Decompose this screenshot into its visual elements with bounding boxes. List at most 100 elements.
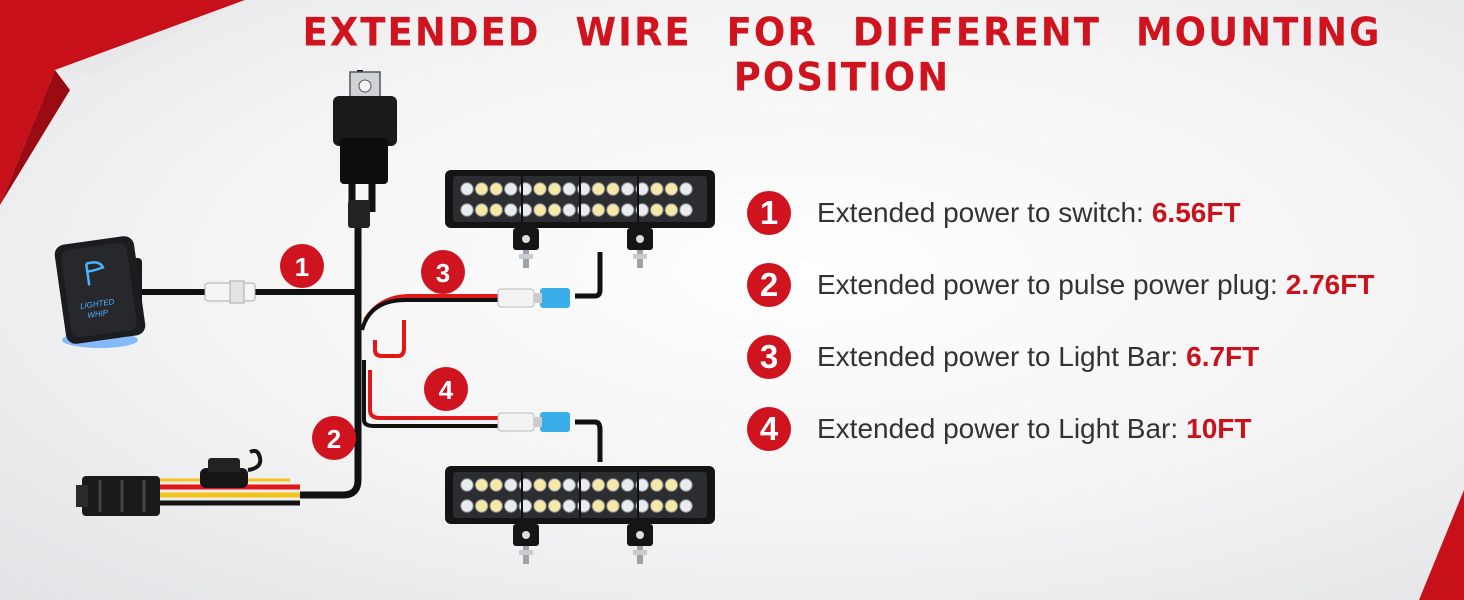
diagram-badge-4: 4 <box>424 367 468 411</box>
mount-bracket <box>627 228 653 268</box>
power-plug <box>76 476 160 516</box>
legend-badge-2: 2 <box>747 263 791 307</box>
led <box>606 478 620 492</box>
led <box>679 499 693 513</box>
led <box>650 203 664 217</box>
diagram-badge-3: 3 <box>421 250 465 294</box>
legend: 1 Extended power to switch: 6.56FT 2 Ext… <box>747 190 1447 478</box>
led <box>664 478 679 492</box>
main-trunk-wire <box>300 210 362 499</box>
led <box>606 182 620 196</box>
led <box>562 203 576 217</box>
mount-bracket <box>513 228 539 268</box>
legend-text-2: Extended power to pulse power plug: <box>817 269 1278 300</box>
fuse-holder <box>200 448 263 488</box>
diagram-badge-2: 2 <box>312 416 356 460</box>
legend-badge-1: 1 <box>747 191 791 235</box>
led <box>504 499 518 513</box>
led <box>474 203 489 217</box>
led <box>650 499 664 513</box>
led <box>474 499 489 513</box>
relay-socket <box>340 138 388 184</box>
decor-left-shard <box>0 0 245 205</box>
diagram-badge-3-text: 3 <box>436 258 450 288</box>
branch4-red-wire <box>368 370 500 420</box>
led <box>635 203 649 217</box>
legend-item-3: 3 Extended power to Light Bar: 6.7FT <box>747 334 1447 380</box>
mount-bracket <box>627 524 653 564</box>
legend-value-4: 10FT <box>1186 413 1252 444</box>
led <box>474 182 489 196</box>
rocker-switch: LIGHTED WHIP <box>54 236 146 348</box>
led <box>679 203 693 217</box>
led <box>533 203 547 217</box>
led <box>504 478 518 492</box>
legend-value-2: 2.76FT <box>1285 269 1375 300</box>
led <box>620 182 635 196</box>
connector-top <box>497 288 570 308</box>
led <box>606 499 620 513</box>
led <box>547 182 562 196</box>
legend-text-3: Extended power to Light Bar: <box>817 341 1179 372</box>
light-bar-bottom <box>445 466 715 564</box>
led <box>679 478 693 492</box>
diagram-badge-1-text: 1 <box>295 252 309 282</box>
led <box>460 203 474 217</box>
lighted-whip-icon: LIGHTED WHIP <box>79 261 115 320</box>
diagram-badge-1: 1 <box>280 244 324 288</box>
led <box>562 499 576 513</box>
mount-bracket <box>513 524 539 564</box>
decor-right-shard <box>1419 490 1464 600</box>
led <box>474 478 489 492</box>
led <box>489 182 503 196</box>
led <box>489 499 503 513</box>
legend-text-4: Extended power to Light Bar: <box>817 413 1179 444</box>
led <box>591 182 606 196</box>
led <box>620 478 635 492</box>
legend-badge-4: 4 <box>747 407 791 451</box>
diagram-badge-2-text: 2 <box>327 424 341 454</box>
legend-item-1: 1 Extended power to switch: 6.56FT <box>747 190 1447 236</box>
led <box>533 478 547 492</box>
led <box>591 499 606 513</box>
led <box>635 499 649 513</box>
led <box>620 203 635 217</box>
led <box>562 478 576 492</box>
led <box>504 203 518 217</box>
legend-value-3: 6.7FT <box>1186 341 1260 372</box>
light-bar-top <box>445 170 715 268</box>
led <box>664 182 679 196</box>
led <box>562 182 576 196</box>
led <box>664 499 679 513</box>
switch-label-line2: WHIP <box>87 308 110 320</box>
led <box>547 203 562 217</box>
led <box>591 478 606 492</box>
relay-body <box>333 96 397 146</box>
led <box>533 182 547 196</box>
legend-value-1: 6.56FT <box>1151 197 1241 228</box>
led <box>591 203 606 217</box>
connector-bottom <box>497 412 570 432</box>
legend-badge-3: 3 <box>747 335 791 379</box>
legend-text-1: Extended power to switch: <box>817 197 1144 228</box>
led <box>635 478 649 492</box>
led <box>460 182 474 196</box>
led <box>650 478 664 492</box>
led <box>606 203 620 217</box>
led <box>460 499 474 513</box>
relay <box>333 70 397 228</box>
headline: EXTENDED WIRE FOR DIFFERENT MOUNTING POS… <box>302 9 1382 101</box>
led <box>664 203 679 217</box>
led <box>460 478 474 492</box>
led <box>547 499 562 513</box>
led <box>504 182 518 196</box>
inline-connector <box>204 280 256 304</box>
led <box>635 182 649 196</box>
led <box>679 182 693 196</box>
legend-item-4: 4 Extended power to Light Bar: 10FT <box>747 406 1447 452</box>
led <box>489 478 503 492</box>
led <box>650 182 664 196</box>
led <box>533 499 547 513</box>
legend-item-2: 2 Extended power to pulse power plug: 2.… <box>747 262 1447 308</box>
